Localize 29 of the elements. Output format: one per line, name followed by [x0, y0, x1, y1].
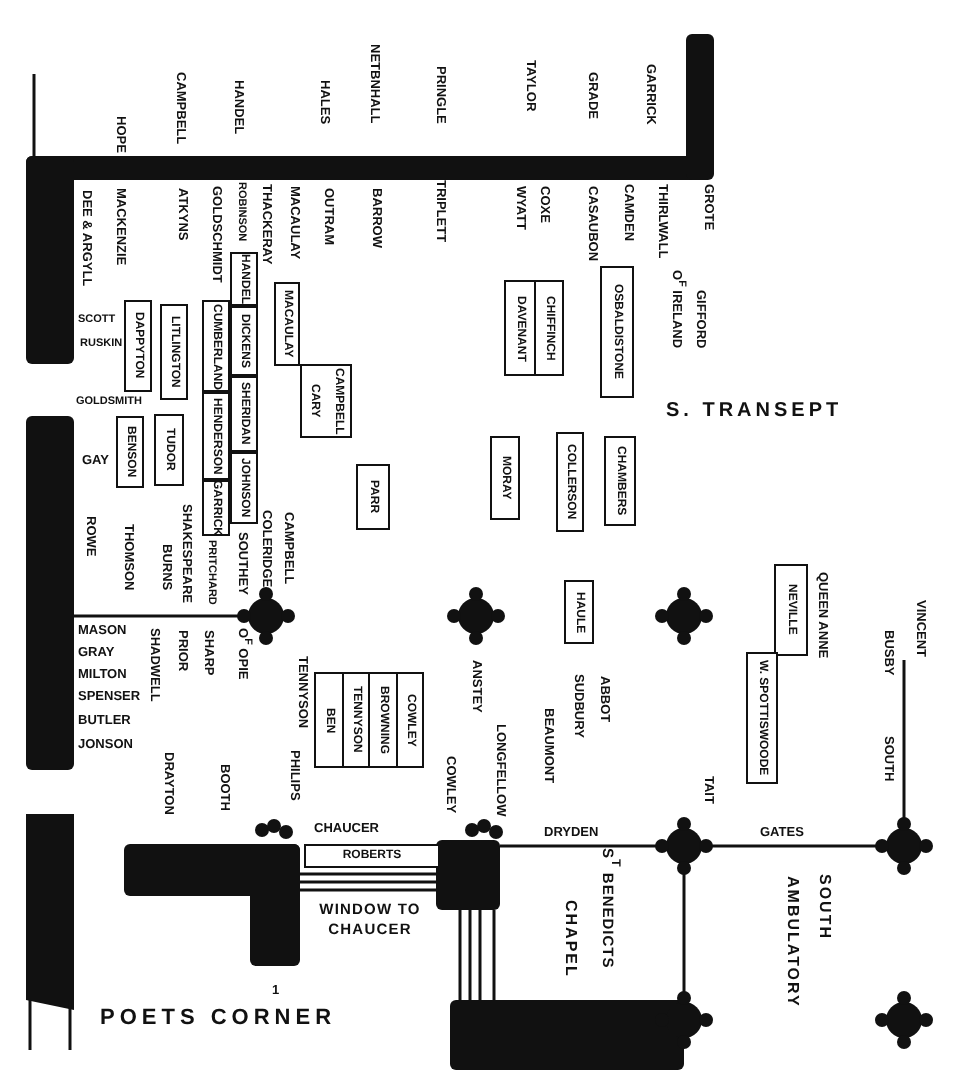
area-label: CHAPEL — [562, 900, 578, 978]
area-label: AMBULATORY — [784, 876, 800, 1008]
memorial-slab — [230, 252, 258, 306]
memorial-slab — [116, 416, 144, 488]
memorial-slab — [556, 432, 584, 532]
memorial-slab — [314, 672, 424, 768]
memorial-slab — [154, 414, 184, 486]
area-label: SOUTH — [816, 874, 832, 940]
memorial-slab — [304, 844, 440, 868]
memorial-slab — [124, 300, 152, 392]
memorial-slab — [300, 364, 352, 438]
memorial-slab — [202, 392, 230, 480]
memorial-slab — [774, 564, 808, 656]
memorial-slab — [230, 306, 258, 376]
memorial-slab — [604, 436, 636, 526]
memorial-slab — [202, 480, 230, 536]
memorial-slab — [746, 652, 778, 784]
memorial-slab — [230, 376, 258, 452]
memorial-slab — [202, 300, 230, 392]
memorial-slab — [274, 282, 300, 366]
memorial-slab — [564, 580, 594, 644]
memorial-slab — [600, 266, 634, 398]
memorial-slab — [356, 464, 390, 530]
memorial-slab — [230, 452, 258, 524]
memorial-slab — [490, 436, 520, 520]
section-heading: S. TRANSEPT — [666, 402, 843, 422]
plan-title: POETS CORNER — [100, 1006, 337, 1030]
memorial-slab — [160, 304, 188, 400]
memorial-slab — [504, 280, 564, 376]
